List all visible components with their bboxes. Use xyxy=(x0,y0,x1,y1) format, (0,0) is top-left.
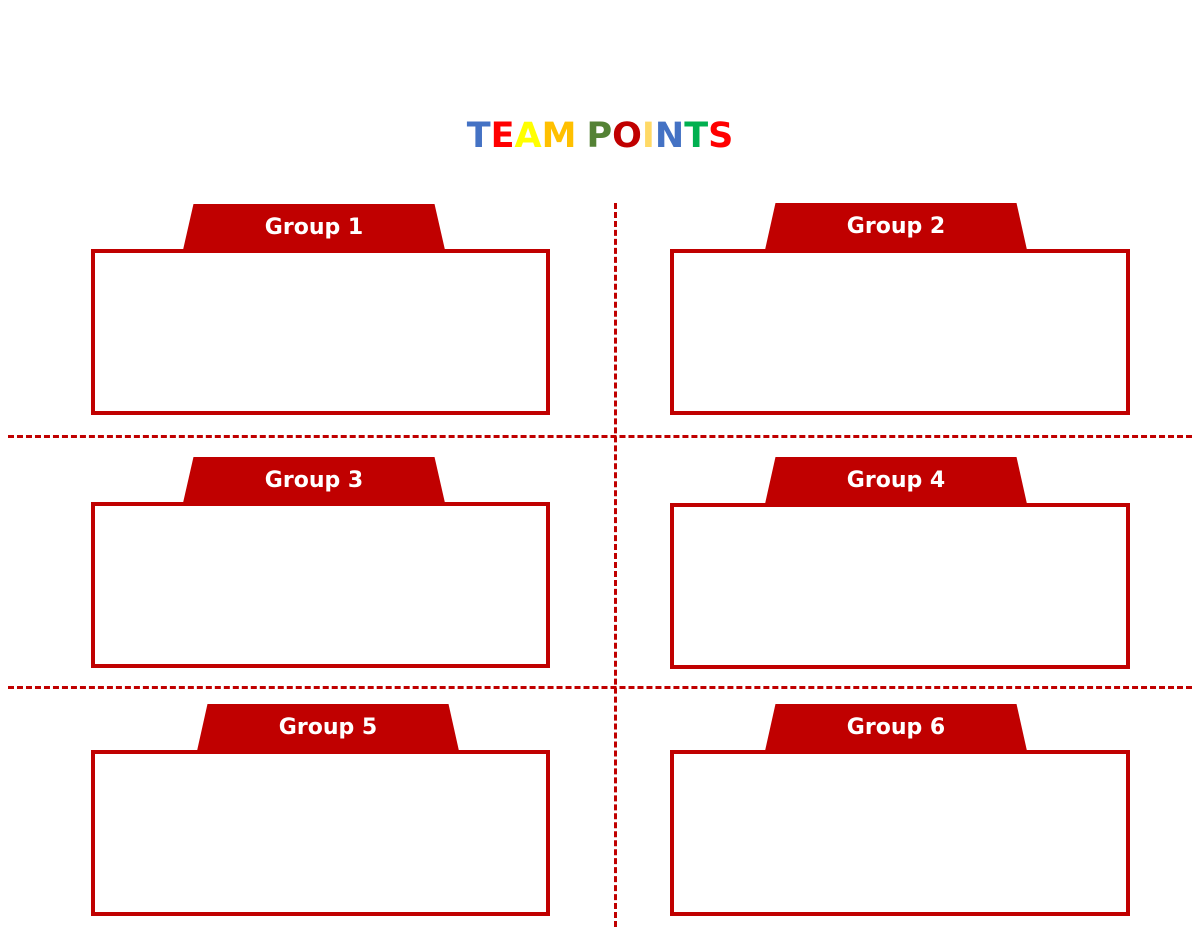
group-3-tab: Group 3 xyxy=(183,457,445,503)
title-letter: O xyxy=(612,116,642,156)
horizontal-cut-line-1 xyxy=(8,435,1192,438)
group-1-tab: Group 1 xyxy=(183,204,445,250)
group-5-points-box[interactable] xyxy=(91,750,550,916)
group-3-points-box[interactable] xyxy=(91,502,550,668)
vertical-cut-line xyxy=(614,203,617,927)
title-letter: M xyxy=(541,116,577,156)
title-letter: N xyxy=(654,116,685,156)
title-letter: P xyxy=(586,116,613,156)
group-6-points-box[interactable] xyxy=(670,750,1130,916)
group-2-points-box[interactable] xyxy=(670,249,1130,415)
title-letter: I xyxy=(641,116,655,156)
group-2-tab: Group 2 xyxy=(765,203,1027,250)
horizontal-cut-line-2 xyxy=(8,686,1192,689)
group-4-tab: Group 4 xyxy=(765,457,1027,504)
title-letter: T xyxy=(466,116,491,156)
group-5-tab: Group 5 xyxy=(197,704,459,751)
title-letter: T xyxy=(684,116,709,156)
group-1-points-box[interactable] xyxy=(91,249,550,415)
group-4-points-box[interactable] xyxy=(670,503,1130,669)
title-letter: A xyxy=(514,116,542,156)
title-letter: E xyxy=(490,116,515,156)
title-letter: S xyxy=(708,116,734,156)
group-6-tab: Group 6 xyxy=(765,704,1027,751)
